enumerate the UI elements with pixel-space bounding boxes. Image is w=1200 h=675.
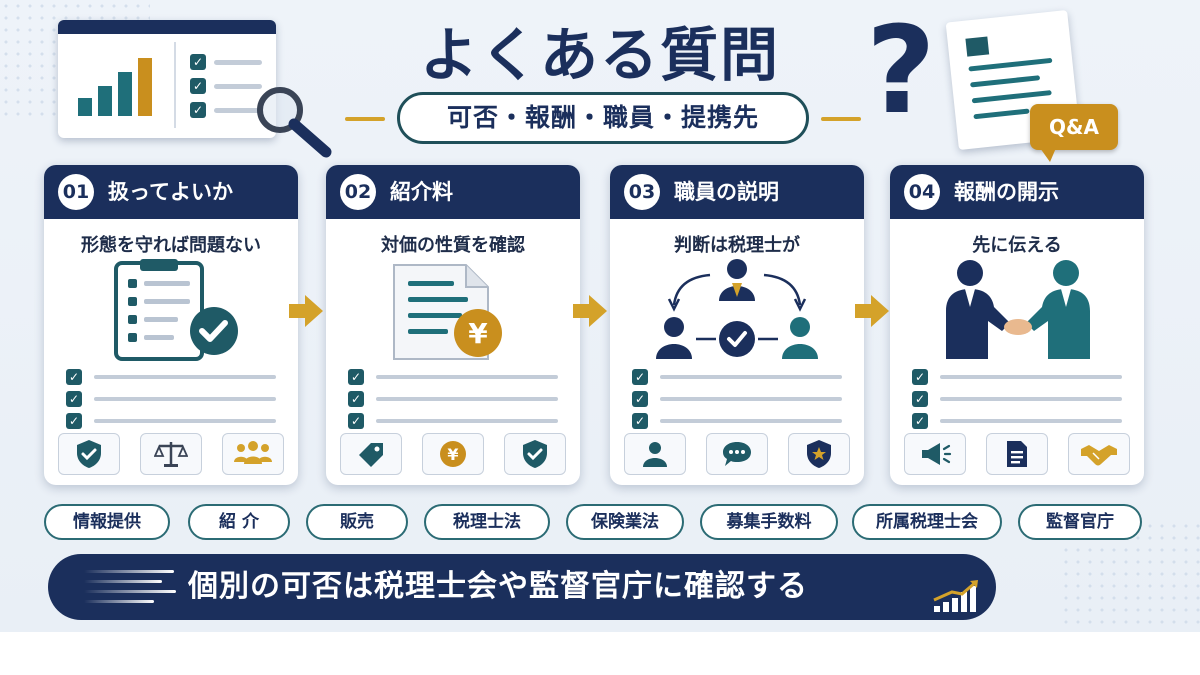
card-title: 職員の説明 xyxy=(674,180,779,204)
keyword-tag: 監督官庁 xyxy=(1018,504,1142,540)
card-description: 形態を守れば問題ない xyxy=(81,235,261,256)
scales-icon xyxy=(140,433,202,475)
speed-line xyxy=(84,590,176,593)
card-description: 対価の性質を確認 xyxy=(381,235,525,256)
person-icon xyxy=(624,433,686,475)
handshake-icon xyxy=(1068,433,1130,475)
check-icon: ✓ xyxy=(190,102,206,118)
card-description: 先に伝える xyxy=(972,235,1062,256)
keyword-tag: 販売 xyxy=(306,504,408,540)
checklist: ✓ ✓ ✓ xyxy=(348,367,558,433)
check-icon: ✓ xyxy=(190,54,206,70)
yen-icon: ¥ xyxy=(468,317,488,350)
keyword-tag: 情報提供 xyxy=(44,504,170,540)
handshake-people-icon xyxy=(946,260,1090,359)
card-number: 02 xyxy=(340,174,376,210)
card-number: 01 xyxy=(58,174,94,210)
speed-line xyxy=(84,600,154,603)
card-description: 判断は税理士が xyxy=(674,235,800,256)
subtitle-rule xyxy=(345,117,385,121)
shield-check-icon xyxy=(58,433,120,475)
chart-bar xyxy=(118,72,132,116)
card-number: 03 xyxy=(624,174,660,210)
card-number: 04 xyxy=(904,174,940,210)
faq-card-3: 03 職員の説明 判断は税理士が ✓ ✓ ✓ xyxy=(610,165,864,485)
banner-text: 個別の可否は税理士会や監督官庁に確認する xyxy=(188,569,808,604)
infographic-canvas: ✓ ✓ ✓ ? Q&A よくある質問 可否・報酬・職員・提携先 01 扱ってよい… xyxy=(0,0,1200,632)
card-title: 紹介料 xyxy=(390,180,453,204)
document-icon xyxy=(986,433,1048,475)
arrow-right-icon xyxy=(855,295,889,327)
chat-bubble-icon xyxy=(706,433,768,475)
faq-card-4: 04 報酬の開示 先に伝える ✓ ✓ ✓ xyxy=(890,165,1144,485)
chart-bar xyxy=(138,58,152,116)
megaphone-icon xyxy=(904,433,966,475)
star-badge-icon xyxy=(788,433,850,475)
subtitle-rule xyxy=(821,117,861,121)
question-mark-icon: ? xyxy=(866,2,936,141)
checklist: ✓ ✓ ✓ xyxy=(632,367,842,433)
subtitle-pill: 可否・報酬・職員・提携先 xyxy=(397,92,809,144)
checklist: ✓ ✓ ✓ xyxy=(912,367,1122,433)
qa-badge: Q&A xyxy=(1030,104,1118,162)
card-title: 扱ってよいか xyxy=(108,180,233,204)
price-tag-icon xyxy=(340,433,402,475)
people-group-icon xyxy=(222,433,284,475)
keyword-tag: 税理士法 xyxy=(424,504,550,540)
arrow-right-icon xyxy=(289,295,323,327)
faq-card-2: 02 紹介料 対価の性質を確認 ¥ ✓ ✓ ✓ ¥ xyxy=(326,165,580,485)
clipboard-check-icon xyxy=(114,259,238,361)
growth-chart-icon xyxy=(933,580,978,612)
conclusion-banner: 個別の可否は税理士会や監督官庁に確認する xyxy=(48,554,996,620)
yen-coin-icon: ¥ xyxy=(422,433,484,475)
advisor-network-icon xyxy=(656,259,818,359)
arrow-right-icon xyxy=(573,295,607,327)
speed-line xyxy=(84,570,174,573)
svg-text:¥: ¥ xyxy=(447,445,458,464)
shield-check-icon xyxy=(504,433,566,475)
keyword-tag: 所属税理士会 xyxy=(852,504,1002,540)
chart-bar xyxy=(78,98,92,116)
speed-line xyxy=(84,580,162,583)
keyword-tag: 保険業法 xyxy=(566,504,684,540)
keyword-tag: 紹 介 xyxy=(188,504,290,540)
check-icon: ✓ xyxy=(190,78,206,94)
card-title: 報酬の開示 xyxy=(954,180,1059,204)
checklist: ✓ ✓ ✓ xyxy=(66,367,276,433)
invoice-yen-icon: ¥ xyxy=(393,264,502,360)
page-title: よくある質問 xyxy=(419,21,780,89)
faq-card-1: 01 扱ってよいか 形態を守れば問題ない ✓ ✓ ✓ xyxy=(44,165,298,485)
chart-bar xyxy=(98,86,112,116)
report-illustration: ✓ ✓ ✓ xyxy=(58,20,276,138)
keyword-tag: 募集手数料 xyxy=(700,504,838,540)
magnifier-icon xyxy=(257,87,332,158)
